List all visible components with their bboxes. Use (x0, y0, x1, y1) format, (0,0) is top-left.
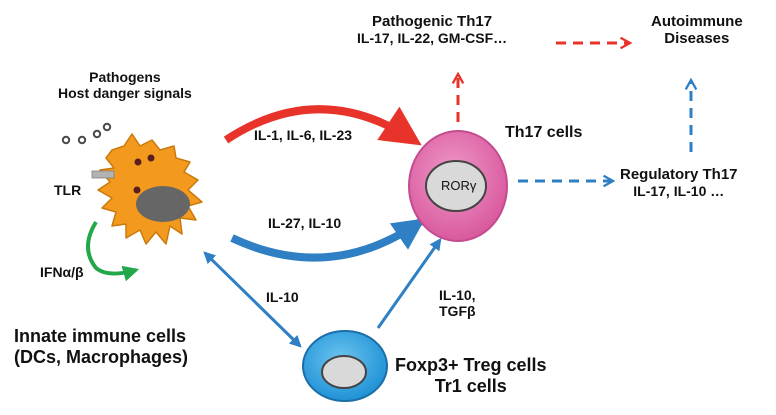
stimuli-line-1: Pathogens (89, 69, 161, 85)
pathogenic-cytokines: IL-17, IL-22, GM-CSF… (357, 30, 508, 47)
autoimmune-line-1: Autoimmune (651, 13, 743, 30)
th17-cell (408, 130, 508, 242)
pathogenic-title: Pathogenic Th17 (372, 13, 493, 30)
innate-title-line-1: Innate immune cells (14, 326, 187, 346)
treg-title-line-2: Tr1 cells (434, 375, 507, 396)
pathogen-particles (61, 122, 112, 145)
regulatory-th17-label: Regulatory Th17 IL-17, IL-10 … (620, 166, 738, 199)
pathogenic-th17-label: Pathogenic Th17 IL-17, IL-22, GM-CSF… (357, 13, 507, 46)
innate-treg-arrow (203, 251, 302, 348)
innate-granule (134, 158, 142, 166)
treg-title-line-1: Foxp3+ Treg cells (395, 355, 547, 375)
treg-th17-arrow (376, 238, 442, 329)
th17-nucleus (425, 160, 487, 212)
regulate-arrow (230, 218, 426, 262)
tlr-receptor (91, 170, 115, 179)
stimuli-label: Pathogens Host danger signals (58, 69, 192, 101)
stimuli-line-2: Host danger signals (58, 85, 192, 102)
ifn-label: IFNα/β (40, 264, 84, 280)
treg-cytokines-line-2: TGFβ (439, 303, 476, 320)
regulatory-cytokines: IL-17, IL-10 … (633, 183, 725, 200)
autoimmune-line-2: Diseases (664, 30, 730, 48)
innate-immune-cell (91, 133, 203, 245)
promote-arrow (223, 105, 422, 146)
innate-cell-nucleus (136, 186, 190, 222)
autoimmune-label: Autoimmune Diseases (651, 13, 743, 48)
treg-cell (302, 330, 388, 402)
ifn-autocrine-arrow (86, 220, 140, 282)
regulate-cytokines-label: IL-27, IL-10 (268, 215, 342, 231)
innate-cells-title: Innate immune cells (DCs, Macrophages) (14, 326, 188, 367)
regulatory-title: Regulatory Th17 (620, 166, 738, 183)
tlr-label: TLR (54, 182, 82, 198)
innate-title-line-2: (DCs, Macrophages) (14, 346, 189, 367)
treg-nucleus (321, 355, 367, 389)
treg-cytokines-line-1: IL-10, (439, 287, 476, 303)
treg-title: Foxp3+ Treg cells Tr1 cells (395, 355, 547, 396)
th17-title: Th17 cells (505, 124, 583, 141)
innate-treg-cytokine-label: IL-10 (266, 289, 299, 305)
rorg-label: RORγ (441, 178, 477, 193)
innate-granule (133, 186, 141, 194)
promote-cytokines-label: IL-1, IL-6, IL-23 (254, 127, 353, 143)
treg-cytokines-label: IL-10, TGFβ (439, 287, 476, 319)
innate-granule (147, 154, 155, 162)
